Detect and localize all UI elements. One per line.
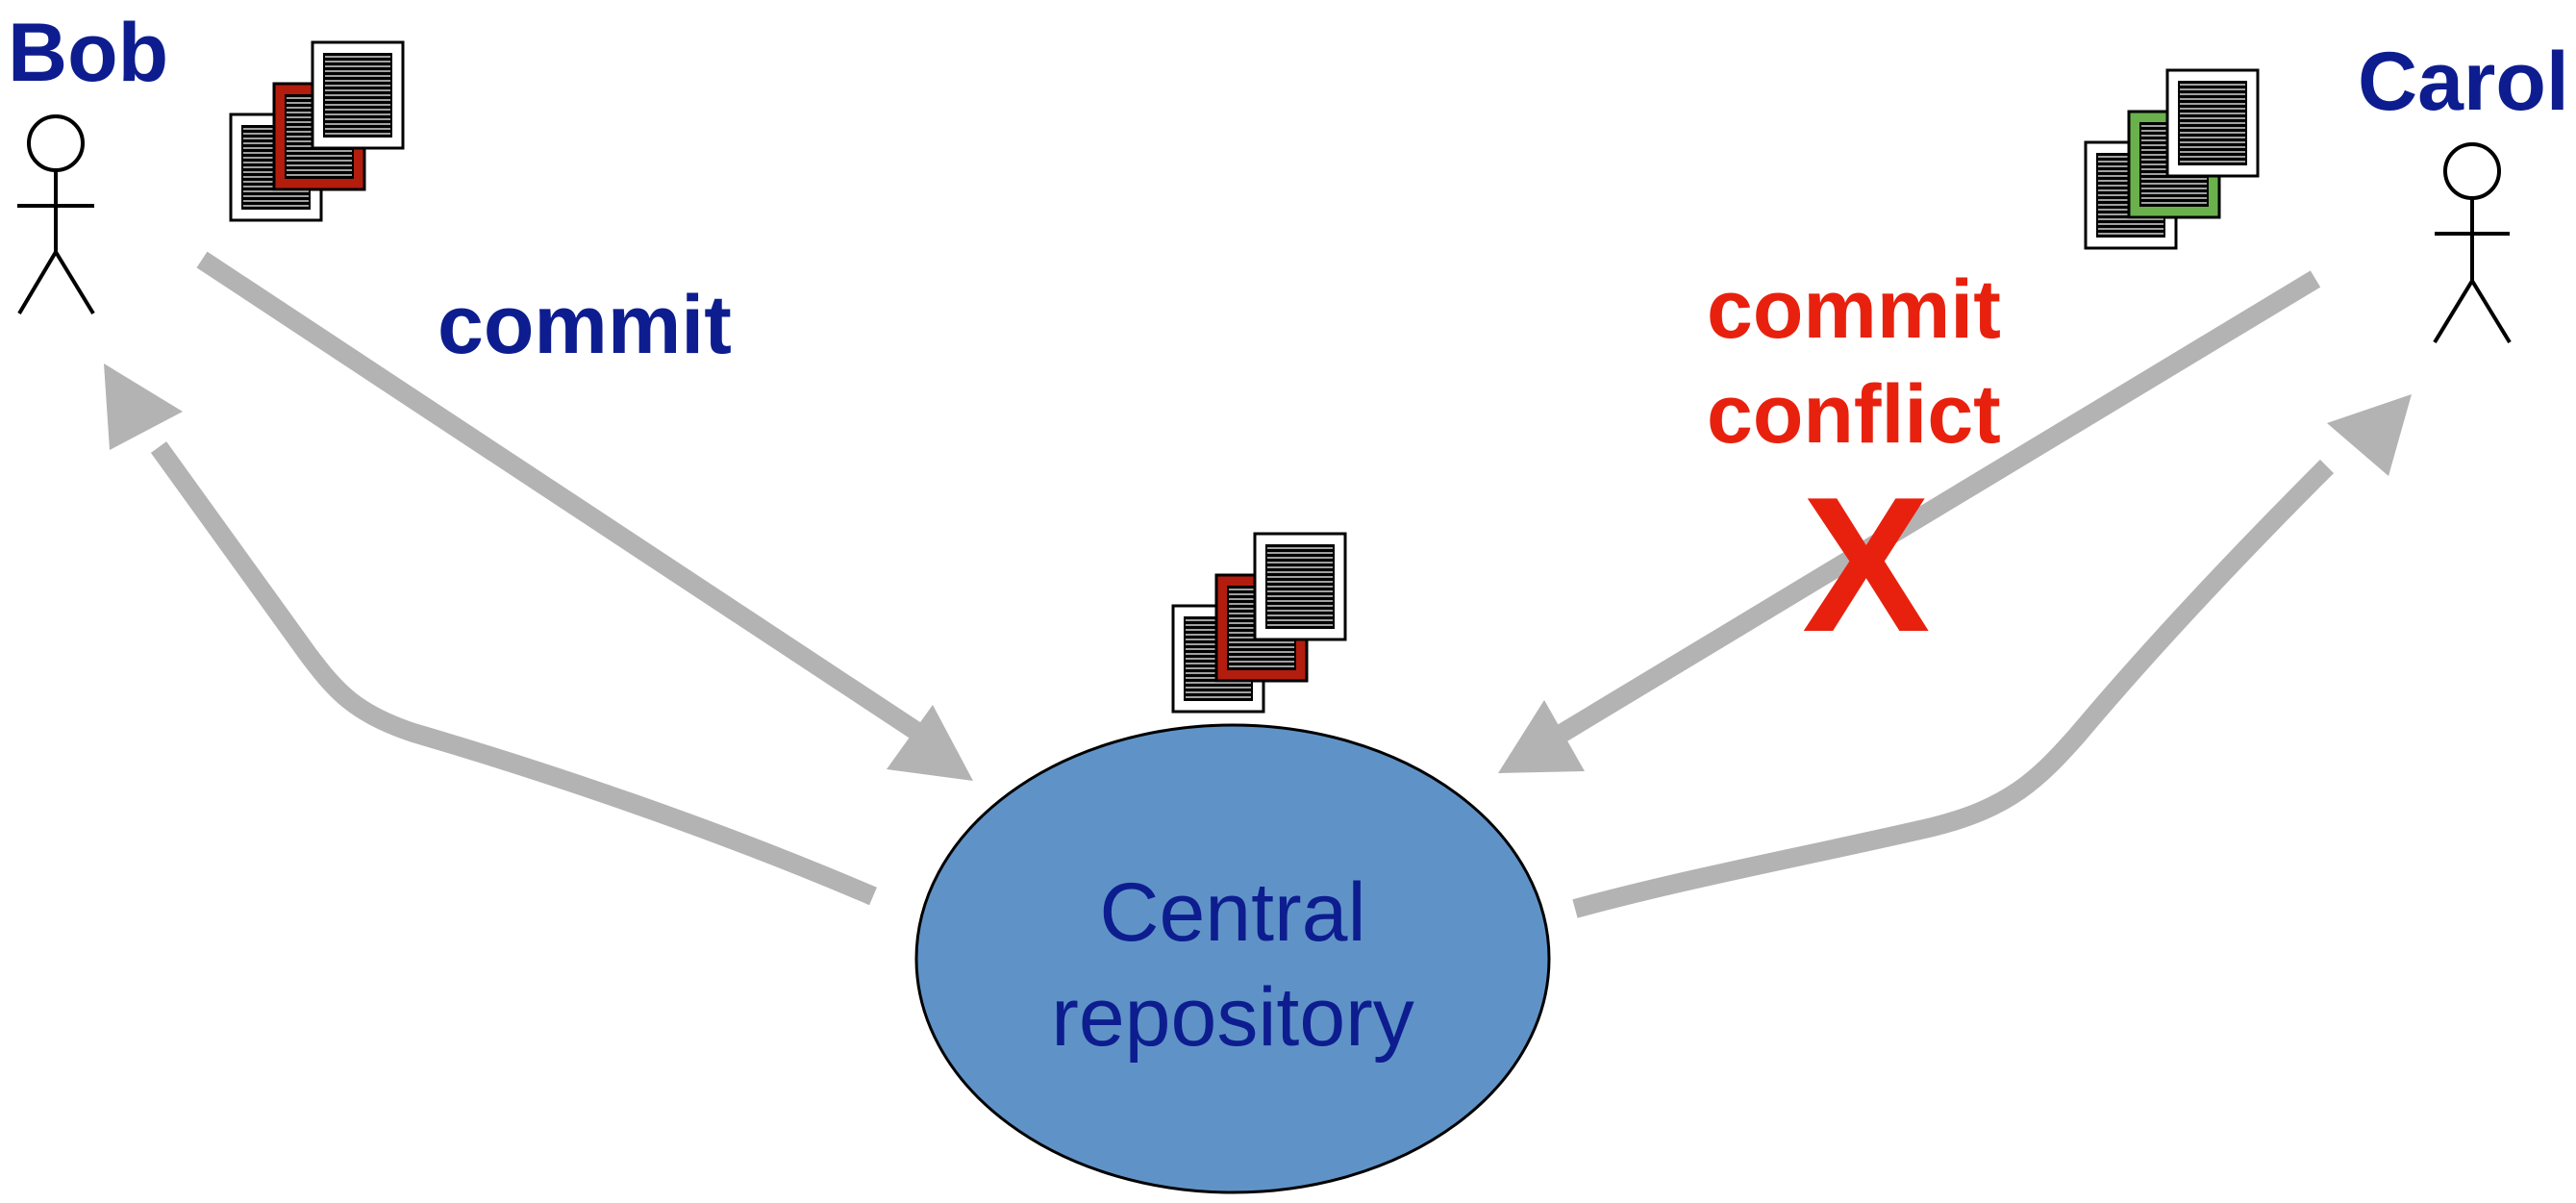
conflict-label-line2: conflict <box>1707 368 2001 462</box>
repository-document-stack-icon <box>1171 532 1347 714</box>
repository-label: Central repository <box>992 861 1473 1070</box>
arrow-bob-commit <box>196 251 973 781</box>
conflict-label-line1: commit <box>1707 263 2001 356</box>
central-repository-node <box>914 723 1551 1194</box>
carol-stick-figure-icon <box>2433 142 2512 344</box>
bob-commit-label: commit <box>438 279 732 371</box>
bob-stick-figure-icon <box>17 114 95 315</box>
carol-commit-conflict-label: commit conflict <box>1707 258 2001 467</box>
conflict-x-mark-icon: X <box>1802 458 1931 672</box>
arrow-repo-to-carol-update <box>1572 394 2412 918</box>
carol-name-label: Carol <box>2358 36 2569 128</box>
arrow-repo-to-bob-update <box>104 363 877 906</box>
arrow-carol-commit-conflict <box>1498 270 2321 773</box>
carol-document-stack-icon <box>2084 68 2260 250</box>
bob-name-label: Bob <box>8 7 169 99</box>
bob-document-stack-icon <box>229 40 405 222</box>
repository-label-line1: Central <box>1099 866 1366 959</box>
repository-label-line2: repository <box>1051 971 1414 1065</box>
